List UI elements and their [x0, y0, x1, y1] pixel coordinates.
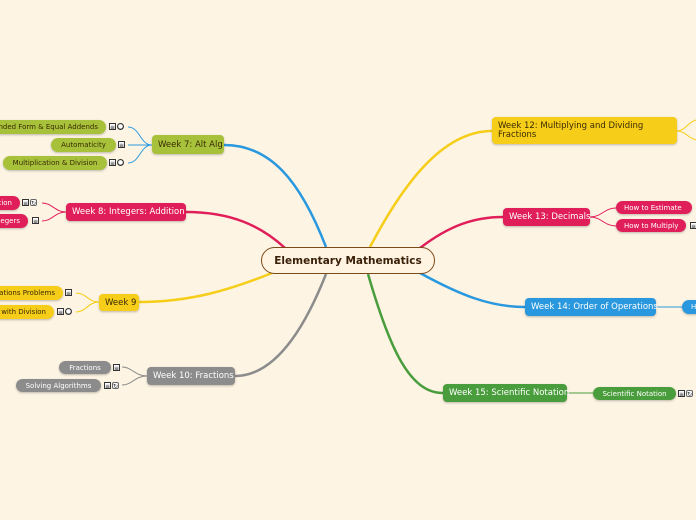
topic-week9[interactable]: Week 9: [99, 294, 139, 311]
subtopic-solving-algorithms[interactable]: Solving Algorithms: [16, 379, 101, 392]
note-icon[interactable]: ≡: [65, 289, 72, 297]
branch-week7: [223, 143, 328, 248]
topic-week7[interactable]: Week 7: Alt Alg: [152, 135, 224, 154]
topic-week14[interactable]: Week 14: Order of Operations: [525, 298, 658, 316]
subtopic-how-to-multiply[interactable]: How to Multiply: [616, 219, 686, 232]
globe-icon[interactable]: ●: [65, 308, 72, 315]
globe-icon[interactable]: ●: [117, 159, 124, 166]
note-icon[interactable]: ≡: [118, 141, 125, 149]
topic-week12[interactable]: Week 12: Multiplying and Dividing Fracti…: [492, 117, 677, 144]
topic-week10[interactable]: Week 10: Fractions: [147, 367, 235, 385]
note-icon[interactable]: ≡: [678, 390, 685, 398]
link-icon[interactable]: ↻: [30, 199, 37, 207]
subtopic-fractions[interactable]: Fractions: [59, 361, 111, 374]
note-icon[interactable]: ≡: [113, 364, 120, 372]
subtopic-week8-b[interactable]: egers: [0, 214, 28, 228]
subtopic-week8-a[interactable]: tion: [0, 196, 20, 210]
subtopic-week8-a-icons: ≡ ↻: [22, 199, 37, 207]
branch-week9: [138, 271, 273, 304]
subtopic-solving-algorithms-icons: ≡ ↻: [104, 382, 119, 390]
subtopic-week14-a[interactable]: H: [682, 300, 696, 314]
subtopic-how-to-multiply-icons: ≡: [690, 222, 696, 230]
branch-week8: [185, 210, 286, 249]
subtopic-automaticity-icons: ≡: [118, 141, 125, 149]
subtopic-fractions-icons: ≡: [113, 364, 120, 372]
subtopic-multiplication-division[interactable]: Multiplication & Division: [3, 156, 107, 170]
subtopic-week9-b[interactable]: with Division: [0, 305, 54, 319]
note-icon[interactable]: ≡: [22, 199, 29, 207]
subtopic-how-to-estimate[interactable]: How to Estimate: [616, 201, 692, 214]
subtopic-week9-a[interactable]: ations Problems: [0, 286, 63, 300]
subtopic-automaticity[interactable]: Automaticity: [51, 138, 116, 152]
topic-week13[interactable]: Week 13: Decimals: [503, 208, 590, 226]
note-icon[interactable]: ≡: [109, 159, 116, 167]
subtopic-scientific-notation[interactable]: Scientific Notation: [593, 387, 676, 400]
branch-week14: [419, 271, 526, 309]
subtopic-expanded-form-icons: ≡ ●: [109, 123, 124, 131]
topic-week8[interactable]: Week 8: Integers: Addition: [66, 203, 186, 221]
note-icon[interactable]: ≡: [104, 382, 111, 390]
note-icon[interactable]: ≡: [109, 123, 116, 131]
subtopic-multiplication-division-icons: ≡ ●: [109, 159, 124, 167]
branch-week10: [234, 273, 328, 378]
branch-week12: [368, 129, 493, 248]
subtopic-week8-b-icons: ≡: [32, 217, 39, 225]
link-icon[interactable]: ↻: [112, 382, 119, 390]
central-topic[interactable]: Elementary Mathematics: [261, 247, 435, 274]
topic-week15[interactable]: Week 15: Scientific Notation: [443, 384, 569, 402]
note-icon[interactable]: ≡: [57, 308, 64, 316]
branch-week15: [366, 273, 444, 395]
subtopic-week9-b-icons: ≡ ●: [57, 308, 72, 316]
link-icon[interactable]: ↻: [686, 390, 693, 398]
globe-icon[interactable]: ●: [117, 123, 124, 130]
subtopic-week9-a-icons: ≡: [65, 289, 72, 297]
note-icon[interactable]: ≡: [690, 222, 696, 230]
subtopic-scientific-notation-icons: ≡ ↻: [678, 390, 693, 398]
branch-week13: [419, 215, 504, 249]
subtopic-expanded-form[interactable]: nded Form & Equal Addends: [0, 120, 106, 134]
note-icon[interactable]: ≡: [32, 217, 39, 225]
